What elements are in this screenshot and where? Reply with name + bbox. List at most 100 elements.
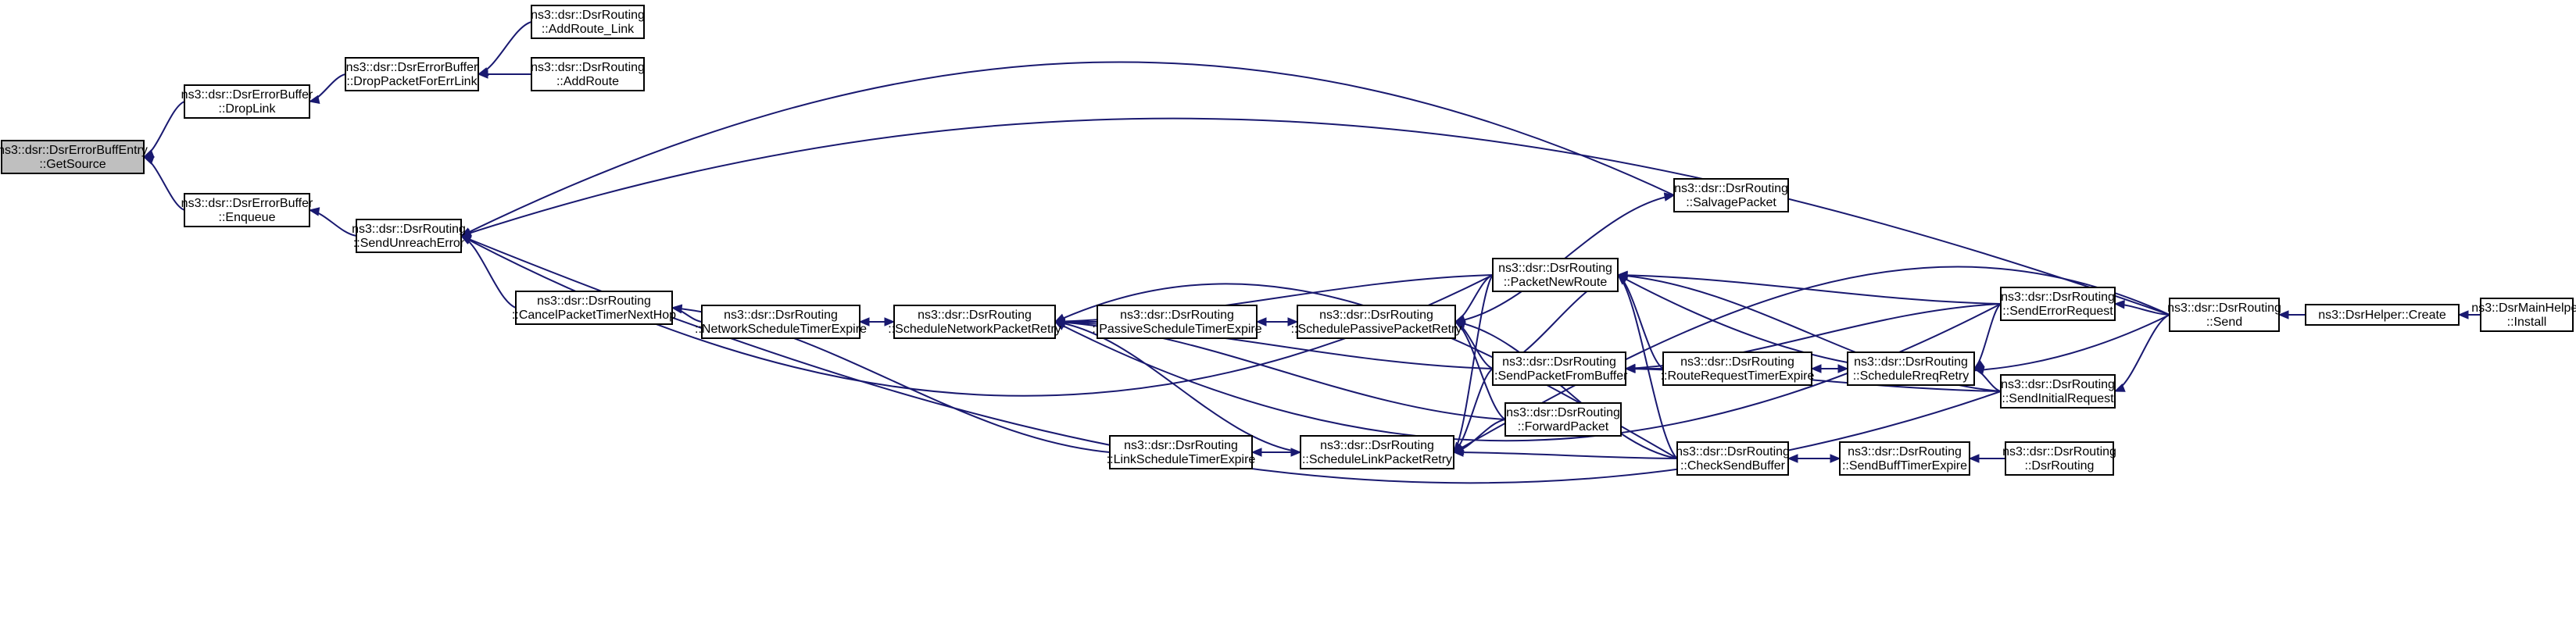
node-box <box>1839 441 1970 476</box>
node-label-line: ::PassiveScheduleTimerExpire <box>1092 323 1261 336</box>
node-box <box>893 305 1056 339</box>
node-passivescheduletimerexpire[interactable]: ns3::dsr::DsrRouting::PassiveScheduleTim… <box>1092 305 1262 339</box>
node-dsrrouting[interactable]: ns3::dsr::DsrRouting::DsrRouting <box>2002 441 2116 476</box>
edge-arrowhead <box>308 95 320 104</box>
edge-droplink-to-getsource <box>143 101 185 158</box>
node-sendinitialrequest[interactable]: ns3::dsr::DsrRouting::SendInitialRequest <box>2000 374 2116 409</box>
node-label-line: ::CancelPacketTimerNextHop <box>512 309 676 322</box>
node-addroute[interactable]: ns3::dsr::DsrRouting::AddRoute <box>531 57 645 91</box>
edge-senderrorrequest-to-packetnewroute <box>1617 274 2002 305</box>
node-label-line: ::SendPacketFromBuffer <box>1491 369 1629 383</box>
nodes-layer: ns3::dsr::DsrErrorBuffEntry::GetSourcens… <box>0 5 2576 476</box>
edge-arrowhead <box>2457 310 2469 319</box>
node-box <box>1492 258 1619 292</box>
node-label-line: ns3::dsr::DsrRouting <box>918 309 1032 322</box>
node-label-line: ns3::dsr::DsrRouting <box>531 9 645 22</box>
node-label-line: ::DropLink <box>219 102 277 116</box>
node-schedulelinkpacketretry[interactable]: ns3::dsr::DsrRouting::ScheduleLinkPacket… <box>1300 435 1454 469</box>
edge-checksendbuffer-to-schedulelinkpacketretry <box>1453 451 1678 459</box>
edge-arrowhead <box>1452 443 1465 453</box>
node-box <box>531 5 645 39</box>
node-label-line: ::AddRoute_Link <box>542 23 635 36</box>
node-label-line: ns3::dsr::DsrRouting <box>1854 355 1968 369</box>
node-label-line: ns3::dsr::DsrRouting <box>1120 309 1234 322</box>
edge-arrowhead <box>460 227 472 237</box>
node-send[interactable]: ns3::dsr::DsrRouting::Send <box>2167 298 2281 332</box>
node-label-line: ns3::dsr::DsrErrorBuffer <box>346 61 478 74</box>
node-cancelpackettimernexthop[interactable]: ns3::dsr::DsrRouting::CancelPacketTimerN… <box>512 291 676 325</box>
node-networkscheduletimerexpire[interactable]: ns3::dsr::DsrRouting::NetworkScheduleTim… <box>695 305 867 339</box>
node-enqueue[interactable]: ns3::dsr::DsrErrorBuffer::Enqueue <box>181 193 313 227</box>
node-label-line: ns3::dsr::DsrRouting <box>1676 445 1790 459</box>
node-sendpacketfrombuffer[interactable]: ns3::dsr::DsrRouting::SendPacketFromBuff… <box>1491 351 1629 386</box>
node-routerequesttimerexpire[interactable]: ns3::dsr::DsrRouting::RouteRequestTimerE… <box>1661 351 1815 386</box>
node-label-line: ns3::DsrHelper::Create <box>2318 309 2446 322</box>
node-label-line: ::Install <box>2507 316 2547 329</box>
edge-arrowhead <box>1054 319 1066 328</box>
node-senderrorrequest[interactable]: ns3::dsr::DsrRouting::SendErrorRequest <box>2000 287 2116 321</box>
node-sendunreacherror[interactable]: ns3::dsr::DsrRouting::SendUnreachError <box>352 219 466 253</box>
edge-arrowhead <box>1287 317 1299 326</box>
edge-arrowhead <box>142 155 155 165</box>
edge-arrowhead <box>671 304 682 313</box>
edge-send-to-sendunreacherror <box>460 117 2170 316</box>
node-box <box>531 57 645 91</box>
node-label-line: ns3::dsr::DsrRouting <box>531 61 645 74</box>
node-label-line: ::SendBuffTimerExpire <box>1842 459 1967 473</box>
edge-arrowhead <box>2277 310 2289 319</box>
node-label-line: ::GetSource <box>39 158 106 171</box>
node-label-line: ns3::dsr::DsrRouting <box>1320 439 1434 452</box>
node-box <box>1847 351 1975 386</box>
edge-arrowhead <box>1624 364 1636 373</box>
node-label-line: ns3::dsr::DsrErrorBuffer <box>181 88 313 102</box>
node-getsource[interactable]: ns3::dsr::DsrErrorBuffEntry::GetSource <box>0 140 148 174</box>
node-linkscheduletimerexpire[interactable]: ns3::dsr::DsrRouting::LinkScheduleTimerE… <box>1107 435 1256 469</box>
node-label-line: ns3::dsr::DsrRouting <box>1502 355 1616 369</box>
node-label-line: ::ScheduleLinkPacketRetry <box>1302 453 1452 466</box>
node-label-line: ns3::dsr::DsrRouting <box>2002 445 2116 459</box>
edge-arrowhead <box>884 317 896 326</box>
node-box <box>1662 351 1812 386</box>
edge-enqueue-to-getsource <box>143 156 185 211</box>
edges-layer <box>142 21 2481 484</box>
edge-arrowhead <box>1837 364 1849 373</box>
node-label-line: ::RouteRequestTimerExpire <box>1661 369 1815 383</box>
node-salvagepacket[interactable]: ns3::dsr::DsrRouting::SalvagePacket <box>1673 178 1789 212</box>
node-dsrmainhelperinstall[interactable]: ns3::DsrMainHelper::Install <box>2471 298 2576 332</box>
edge-arrowhead <box>2113 384 2126 392</box>
node-schedulepassivepacketretry[interactable]: ns3::dsr::DsrRouting::SchedulePassivePac… <box>1291 305 1462 339</box>
node-box <box>184 193 310 227</box>
node-addroutelink[interactable]: ns3::dsr::DsrRouting::AddRoute_Link <box>531 5 645 39</box>
node-label-line: ns3::dsr::DsrErrorBuffEntry <box>0 144 148 157</box>
node-box <box>515 291 673 325</box>
node-forwardpacket[interactable]: ns3::dsr::DsrRouting::ForwardPacket <box>1504 402 1622 437</box>
node-schedulerreqretry[interactable]: ns3::dsr::DsrRouting::ScheduleRreqRetry <box>1847 351 1975 386</box>
node-label-line: ::ScheduleRreqRetry <box>1853 369 1970 383</box>
node-label-line: ns3::dsr::DsrRouting <box>2001 291 2115 304</box>
node-box <box>1504 402 1622 437</box>
node-box <box>2000 287 2116 321</box>
node-box <box>184 84 310 119</box>
node-schedulenetworkpacketretry[interactable]: ns3::dsr::DsrRouting::ScheduleNetworkPac… <box>888 305 1061 339</box>
node-dsrhelpercreate[interactable]: ns3::DsrHelper::Create <box>2305 304 2460 326</box>
node-droplink[interactable]: ns3::dsr::DsrErrorBuffer::DropLink <box>181 84 313 119</box>
node-droppacketforerrlink[interactable]: ns3::dsr::DsrErrorBuffer::DropPacketForE… <box>345 57 479 91</box>
node-checksendbuffer[interactable]: ns3::dsr::DsrRouting::CheckSendBuffer <box>1676 441 1790 476</box>
edge-arrowhead <box>1973 359 1985 369</box>
node-label-line: ::DsrRouting <box>2025 459 2095 473</box>
node-packetnewroute[interactable]: ns3::dsr::DsrRouting::PacketNewRoute <box>1492 258 1619 292</box>
edge-schedulelinkpacketretry-to-schedulenetworkpacketretry <box>1054 321 1301 453</box>
edge-send-to-sendinitialrequest <box>2114 314 2170 392</box>
edge-arrowhead <box>2113 299 2125 309</box>
node-box <box>356 219 462 253</box>
node-label-line: ns3::dsr::DsrRouting <box>1498 262 1612 275</box>
edge-salvagepacket-to-sendunreacherror <box>460 61 1675 237</box>
node-label-line: ::NetworkScheduleTimerExpire <box>695 323 867 336</box>
node-sendbufftimerexpire[interactable]: ns3::dsr::DsrRouting::SendBuffTimerExpir… <box>1839 441 1970 476</box>
node-box <box>1673 178 1789 212</box>
node-box <box>1097 305 1258 339</box>
node-label-line: ns3::dsr::DsrRouting <box>724 309 838 322</box>
node-label-line: ::Send <box>2206 316 2242 329</box>
node-label-line: ns3::dsr::DsrRouting <box>1124 439 1238 452</box>
